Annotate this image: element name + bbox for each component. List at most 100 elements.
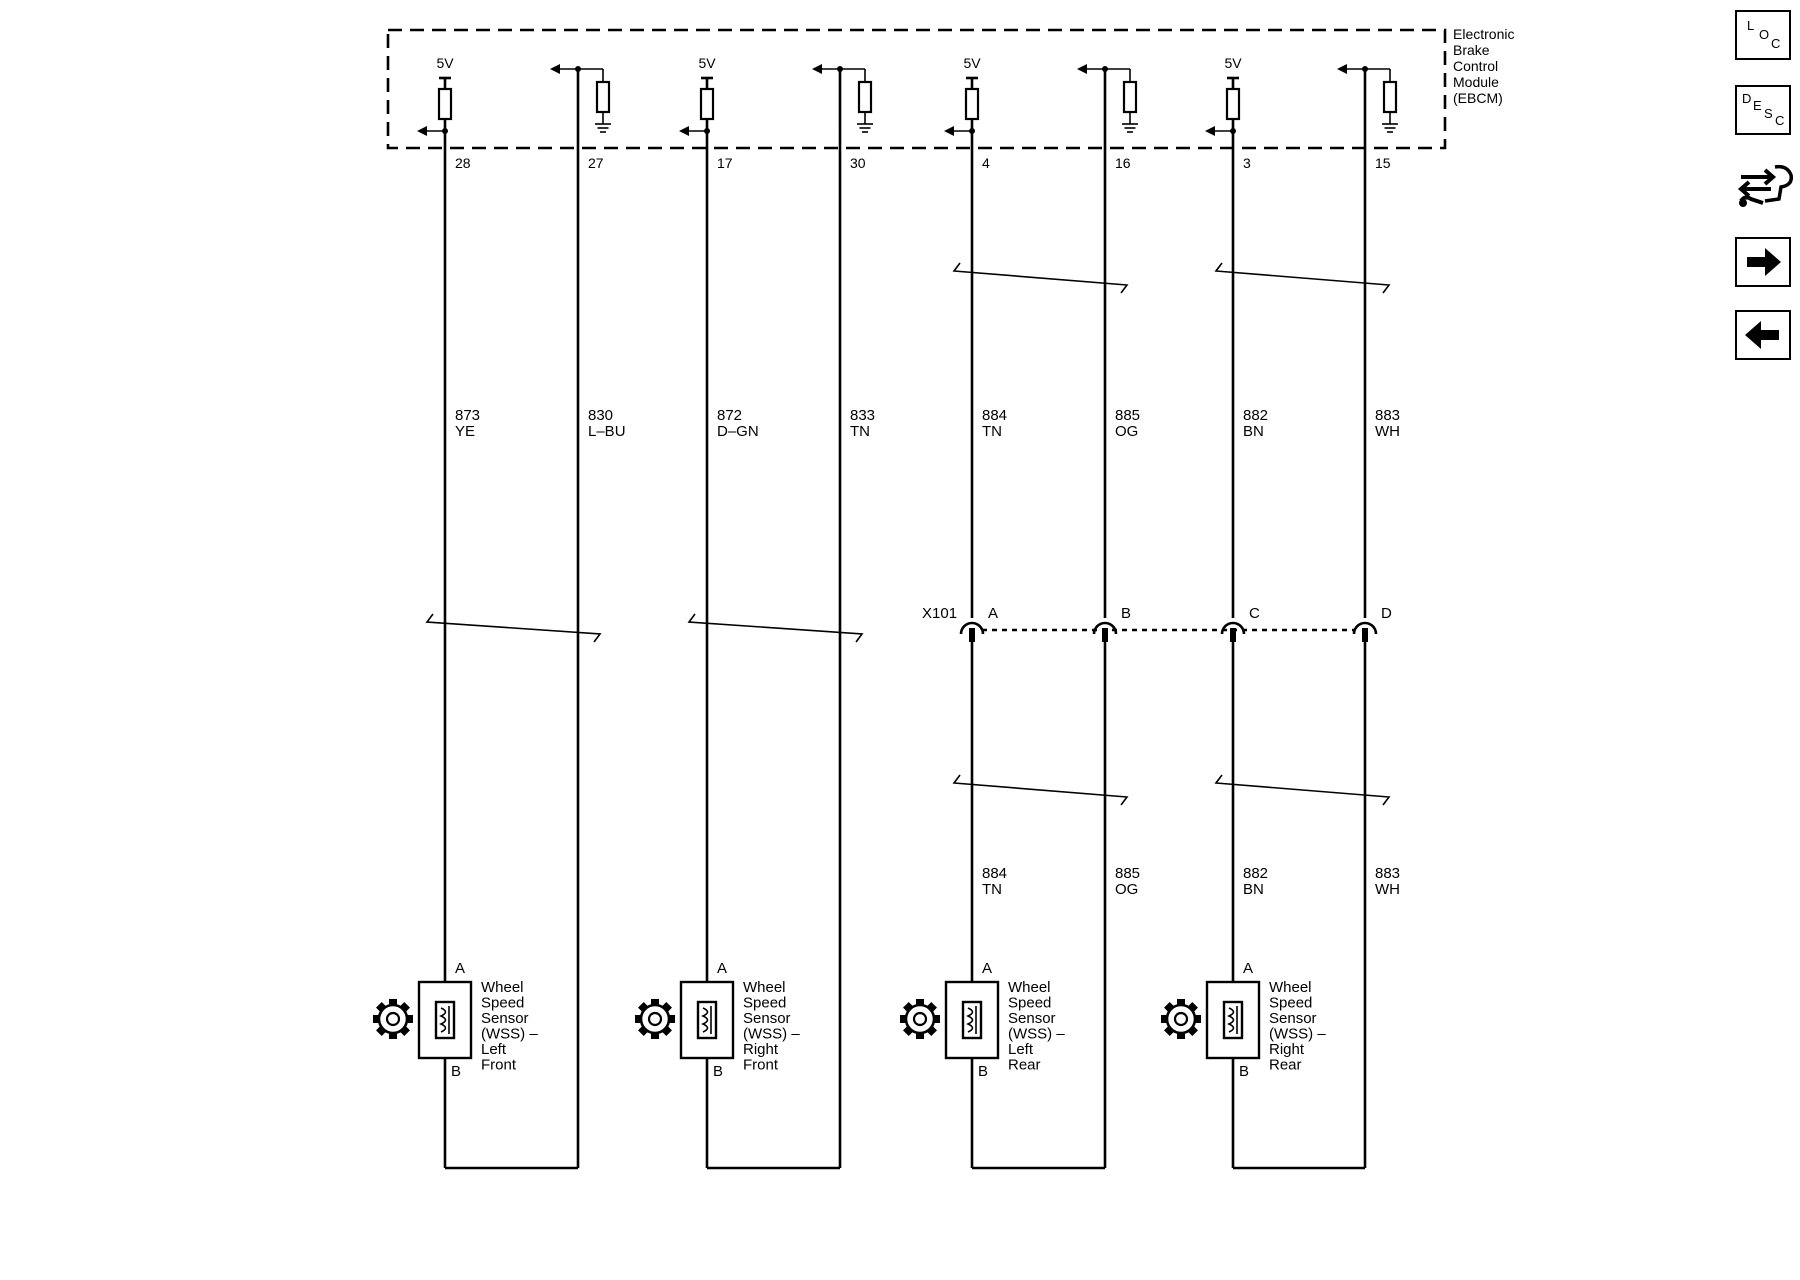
gear-hub bbox=[385, 1011, 401, 1027]
sensor-label-line: Rear bbox=[1008, 1057, 1041, 1074]
connector-name: X101 bbox=[922, 605, 957, 622]
wire-color: TN bbox=[982, 881, 1002, 898]
twisted-pair-symbol bbox=[1214, 774, 1391, 806]
connector-pin-letter: B bbox=[1121, 605, 1131, 622]
twisted-pair-symbol bbox=[425, 613, 602, 643]
gear-tooth bbox=[1177, 999, 1185, 1007]
sensor-pin-a: A bbox=[1243, 960, 1253, 977]
connector-pin bbox=[969, 628, 975, 642]
sensor-coil-winding bbox=[439, 1007, 447, 1033]
pullup-resistor bbox=[437, 87, 453, 121]
sensor-label-line: Wheel bbox=[1269, 979, 1312, 996]
circuit-number: 873 bbox=[455, 407, 480, 424]
loc-letter-1: L bbox=[1747, 18, 1754, 33]
gear-tooth bbox=[389, 999, 397, 1007]
ground-resistor bbox=[1122, 80, 1138, 114]
circuit-number: 885 bbox=[1115, 407, 1140, 424]
ebcm-pin-number: 28 bbox=[455, 155, 471, 171]
sensor-label-line: (WSS) – bbox=[1269, 1026, 1326, 1043]
ebcm-label-line: Module bbox=[1453, 74, 1499, 90]
connector-pin bbox=[1362, 628, 1368, 642]
signal-arrow-head bbox=[1205, 126, 1215, 136]
gear-tooth bbox=[651, 1031, 659, 1039]
ebcm-pin-number: 17 bbox=[717, 155, 733, 171]
arrow-right-icon bbox=[1747, 248, 1781, 276]
sensor-label-line: Speed bbox=[743, 995, 786, 1012]
sensor-pin-b: B bbox=[1239, 1063, 1249, 1080]
ebcm-label-line: Control bbox=[1453, 58, 1498, 74]
connector-terminal bbox=[1092, 621, 1118, 635]
ebcm-pin-number: 16 bbox=[1115, 155, 1131, 171]
circuit-number: 833 bbox=[850, 407, 875, 424]
connector-terminal bbox=[959, 621, 985, 635]
sensor-pin-a: A bbox=[455, 960, 465, 977]
wire-color: OG bbox=[1115, 423, 1138, 440]
sensor-pin-a: A bbox=[717, 960, 727, 977]
sensor-label-line: (WSS) – bbox=[743, 1026, 800, 1043]
gear-hub bbox=[912, 1011, 928, 1027]
next-page-button[interactable] bbox=[1735, 237, 1791, 287]
connector-end-view-icon[interactable] bbox=[1735, 157, 1795, 217]
ground-resistor bbox=[1382, 80, 1398, 114]
sensor-coil-winding bbox=[701, 1007, 709, 1033]
connector-terminal bbox=[1352, 621, 1378, 635]
sensor-label-line: Wheel bbox=[1008, 979, 1051, 996]
gear-tooth bbox=[1177, 1031, 1185, 1039]
gear-hub bbox=[1173, 1011, 1189, 1027]
twisted-pair-symbol bbox=[1214, 262, 1391, 294]
sensor-pin-b: B bbox=[713, 1063, 723, 1080]
wire-color: BN bbox=[1243, 881, 1264, 898]
circuit-number: 830 bbox=[588, 407, 613, 424]
connector-pin-letter: A bbox=[988, 605, 998, 622]
gear-hub bbox=[647, 1011, 663, 1027]
wire-color: WH bbox=[1375, 423, 1400, 440]
circuit-number: 882 bbox=[1243, 865, 1268, 882]
wire-color: TN bbox=[850, 423, 870, 440]
ebcm-pin-number: 30 bbox=[850, 155, 866, 171]
sensor-label-line: Sensor bbox=[1269, 1010, 1317, 1027]
connector-pin bbox=[1102, 628, 1108, 642]
sensor-label-line: Front bbox=[743, 1057, 779, 1074]
connector-terminal bbox=[1220, 621, 1246, 635]
desc-letter-1: D bbox=[1742, 91, 1751, 106]
ebcm-module-border bbox=[386, 28, 1447, 150]
circuit-number: 884 bbox=[982, 407, 1007, 424]
supply-voltage-label: 5V bbox=[698, 55, 716, 71]
twisted-pair-symbol bbox=[952, 262, 1129, 294]
sensor-label-line: Speed bbox=[1008, 995, 1051, 1012]
tone-wheel-gear-icon bbox=[373, 999, 413, 1039]
supply-voltage-label: 5V bbox=[1224, 55, 1242, 71]
location-button[interactable]: L O C bbox=[1735, 10, 1791, 60]
sensor-label-line: Wheel bbox=[743, 979, 786, 996]
sensor-coil-winding bbox=[1227, 1007, 1235, 1033]
pullup-resistor bbox=[1225, 87, 1241, 121]
ground-resistor bbox=[857, 80, 873, 114]
sensor-label-line: Sensor bbox=[1008, 1010, 1056, 1027]
loc-letter-3: C bbox=[1771, 36, 1780, 51]
circuit-number: 883 bbox=[1375, 407, 1400, 424]
connector-pin-letter: D bbox=[1381, 605, 1392, 622]
reference-arrow-head bbox=[1077, 64, 1087, 74]
sensor-label-line: Sensor bbox=[743, 1010, 791, 1027]
gear-tooth bbox=[389, 1031, 397, 1039]
sensor-label-line: Left bbox=[481, 1041, 507, 1058]
sensor-label-line: Right bbox=[1269, 1041, 1305, 1058]
sensor-label-line: Speed bbox=[1269, 995, 1312, 1012]
supply-voltage-label: 5V bbox=[963, 55, 981, 71]
wire-color: WH bbox=[1375, 881, 1400, 898]
tone-wheel-gear-icon bbox=[900, 999, 940, 1039]
ebcm-pin-number: 15 bbox=[1375, 155, 1391, 171]
description-button[interactable]: D E S C bbox=[1735, 85, 1791, 135]
circuit-number: 883 bbox=[1375, 865, 1400, 882]
ground-resistor bbox=[595, 80, 611, 114]
previous-page-button[interactable] bbox=[1735, 310, 1791, 360]
desc-letter-2: E bbox=[1753, 98, 1762, 113]
sensor-label-line: Sensor bbox=[481, 1010, 529, 1027]
sensor-label-line: Speed bbox=[481, 995, 524, 1012]
gear-tooth bbox=[916, 999, 924, 1007]
signal-arrow-head bbox=[944, 126, 954, 136]
twisted-pair-symbol bbox=[687, 613, 864, 643]
reference-arrow-head bbox=[1337, 64, 1347, 74]
signal-arrow-head bbox=[417, 126, 427, 136]
sensor-label-line: Front bbox=[481, 1057, 517, 1074]
